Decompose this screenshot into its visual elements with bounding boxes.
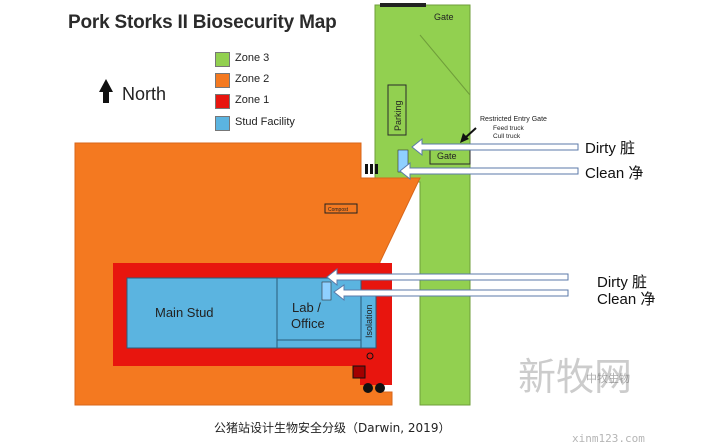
north-arrow-icon (99, 79, 113, 103)
entry-checker-lower (321, 281, 332, 301)
compost-label: Compost (328, 207, 349, 213)
figure-caption: 公猪站设计生物安全分级（Darwin, 2019） (214, 421, 451, 435)
restricted-entry-arrow-line (464, 127, 477, 139)
upper-clean-label: Clean 净 (585, 165, 644, 182)
legend-swatch-zone2 (215, 73, 230, 88)
watermark-url: xinm123.com (572, 432, 645, 445)
legend-swatch-zone1 (215, 94, 230, 109)
legend-label-stud-facility: Stud Facility (235, 116, 295, 128)
bin-2 (370, 164, 373, 174)
isolation-label: Isolation (364, 304, 374, 338)
gate-mid-label: Gate (437, 151, 457, 161)
lab-office-label-line1: Lab / (292, 300, 321, 315)
compost-box (324, 203, 358, 214)
legend-swatch-zone3 (215, 52, 230, 67)
top-gate-bar (380, 3, 426, 7)
flow-arrow-upper-dirty (411, 137, 579, 157)
bottom-circle-2 (375, 383, 385, 393)
lab-office-label-line2: Office (291, 316, 325, 331)
bin-1 (365, 164, 368, 174)
road-diagonal (419, 34, 471, 96)
gate-top-label: Gate (434, 12, 454, 22)
lower-clean-label: Clean 净 (597, 291, 656, 308)
legend-swatch-stud-facility (215, 116, 230, 131)
lower-dirty-label: Dirty 脏 (597, 274, 647, 291)
small-circle (366, 352, 374, 360)
flow-arrow-upper-clean (399, 161, 579, 181)
map-title: Pork Storks II Biosecurity Map (68, 12, 337, 33)
main-stud-label: Main Stud (155, 305, 214, 320)
cull-truck-label: Cull truck (493, 133, 521, 140)
legend-label-zone2: Zone 2 (235, 73, 270, 85)
legend-label-zone3: Zone 3 (235, 52, 270, 64)
bottom-square (352, 365, 366, 379)
north-label: North (122, 84, 167, 104)
restricted-entry-arrow-icon (460, 133, 469, 143)
upper-dirty-label: Dirty 脏 (585, 140, 635, 157)
bin-3 (375, 164, 378, 174)
legend-label-zone1: Zone 1 (235, 94, 270, 106)
bottom-circle-1 (363, 383, 373, 393)
watermark-sub: 中牧生物 (586, 373, 630, 385)
watermark-brand: 新牧网 (518, 355, 633, 399)
restricted-entry-label: Restricted Entry Gate (480, 116, 547, 123)
flow-arrow-lower-dirty (326, 267, 569, 287)
flow-arrow-lower-clean (333, 284, 569, 302)
parking-label: Parking (393, 100, 403, 131)
parking-box (387, 84, 407, 136)
main-stud-room (126, 277, 278, 349)
feed-truck-label: Feed truck (493, 125, 524, 132)
